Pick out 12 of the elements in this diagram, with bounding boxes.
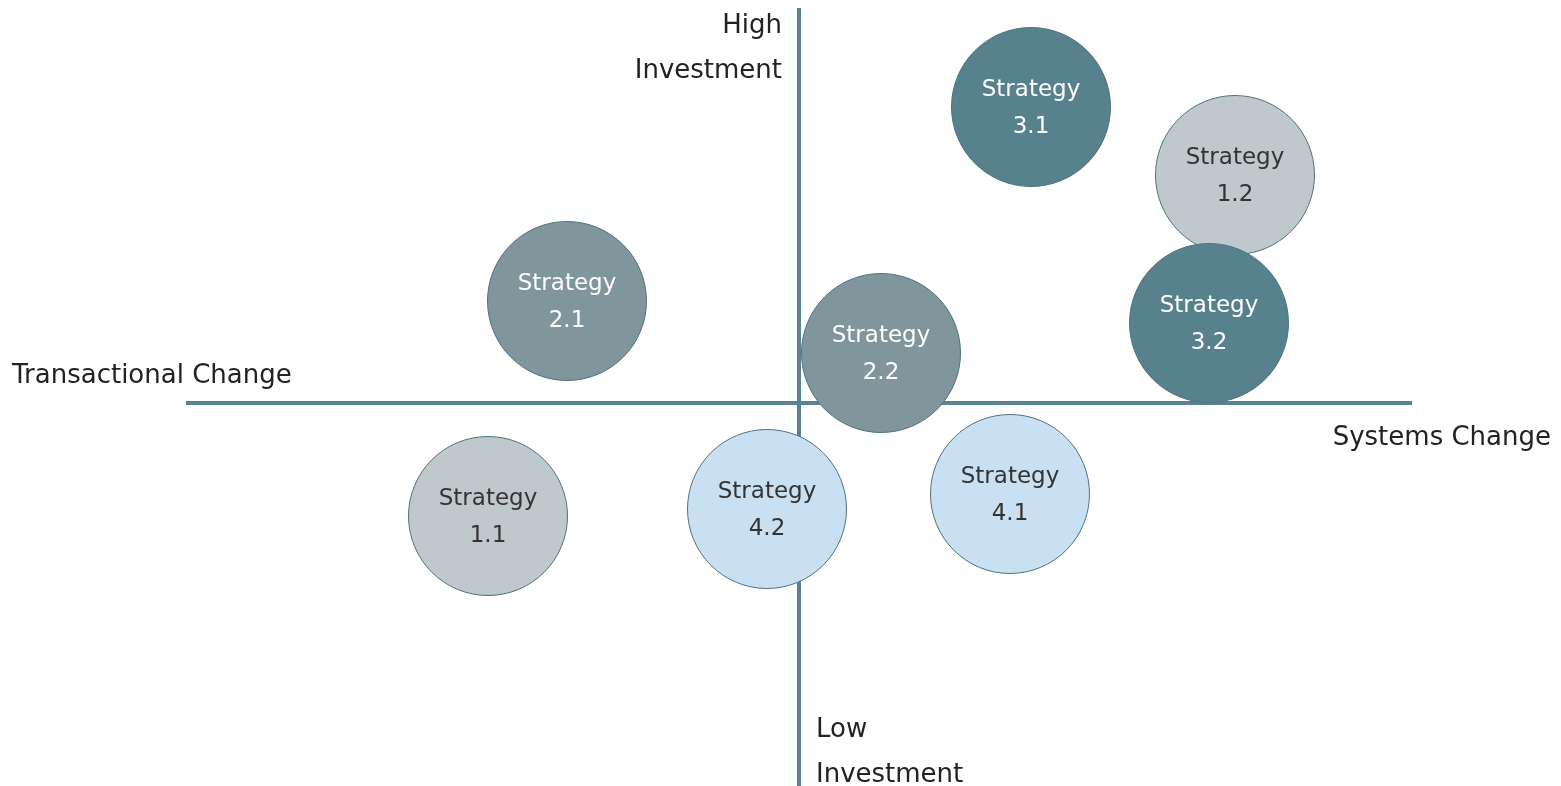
strategy-circle: Strategy 3.1 — [951, 27, 1111, 187]
strategy-circle: Strategy 3.2 — [1129, 243, 1289, 403]
axis-label: Systems Change — [1332, 420, 1551, 453]
strategy-circle: Strategy 4.1 — [930, 414, 1090, 574]
strategy-circle: Strategy 2.2 — [801, 273, 961, 433]
axis-label: Low Investment — [816, 712, 965, 786]
strategy-circle: Strategy 4.2 — [687, 429, 847, 589]
strategy-circle: Strategy 2.1 — [487, 221, 647, 381]
strategy-circle: Strategy 1.2 — [1155, 95, 1315, 255]
strategy-circle: Strategy 1.1 — [408, 436, 568, 596]
axis-label: Transactional Change — [12, 358, 292, 391]
axis-label: High Investment — [633, 8, 782, 86]
